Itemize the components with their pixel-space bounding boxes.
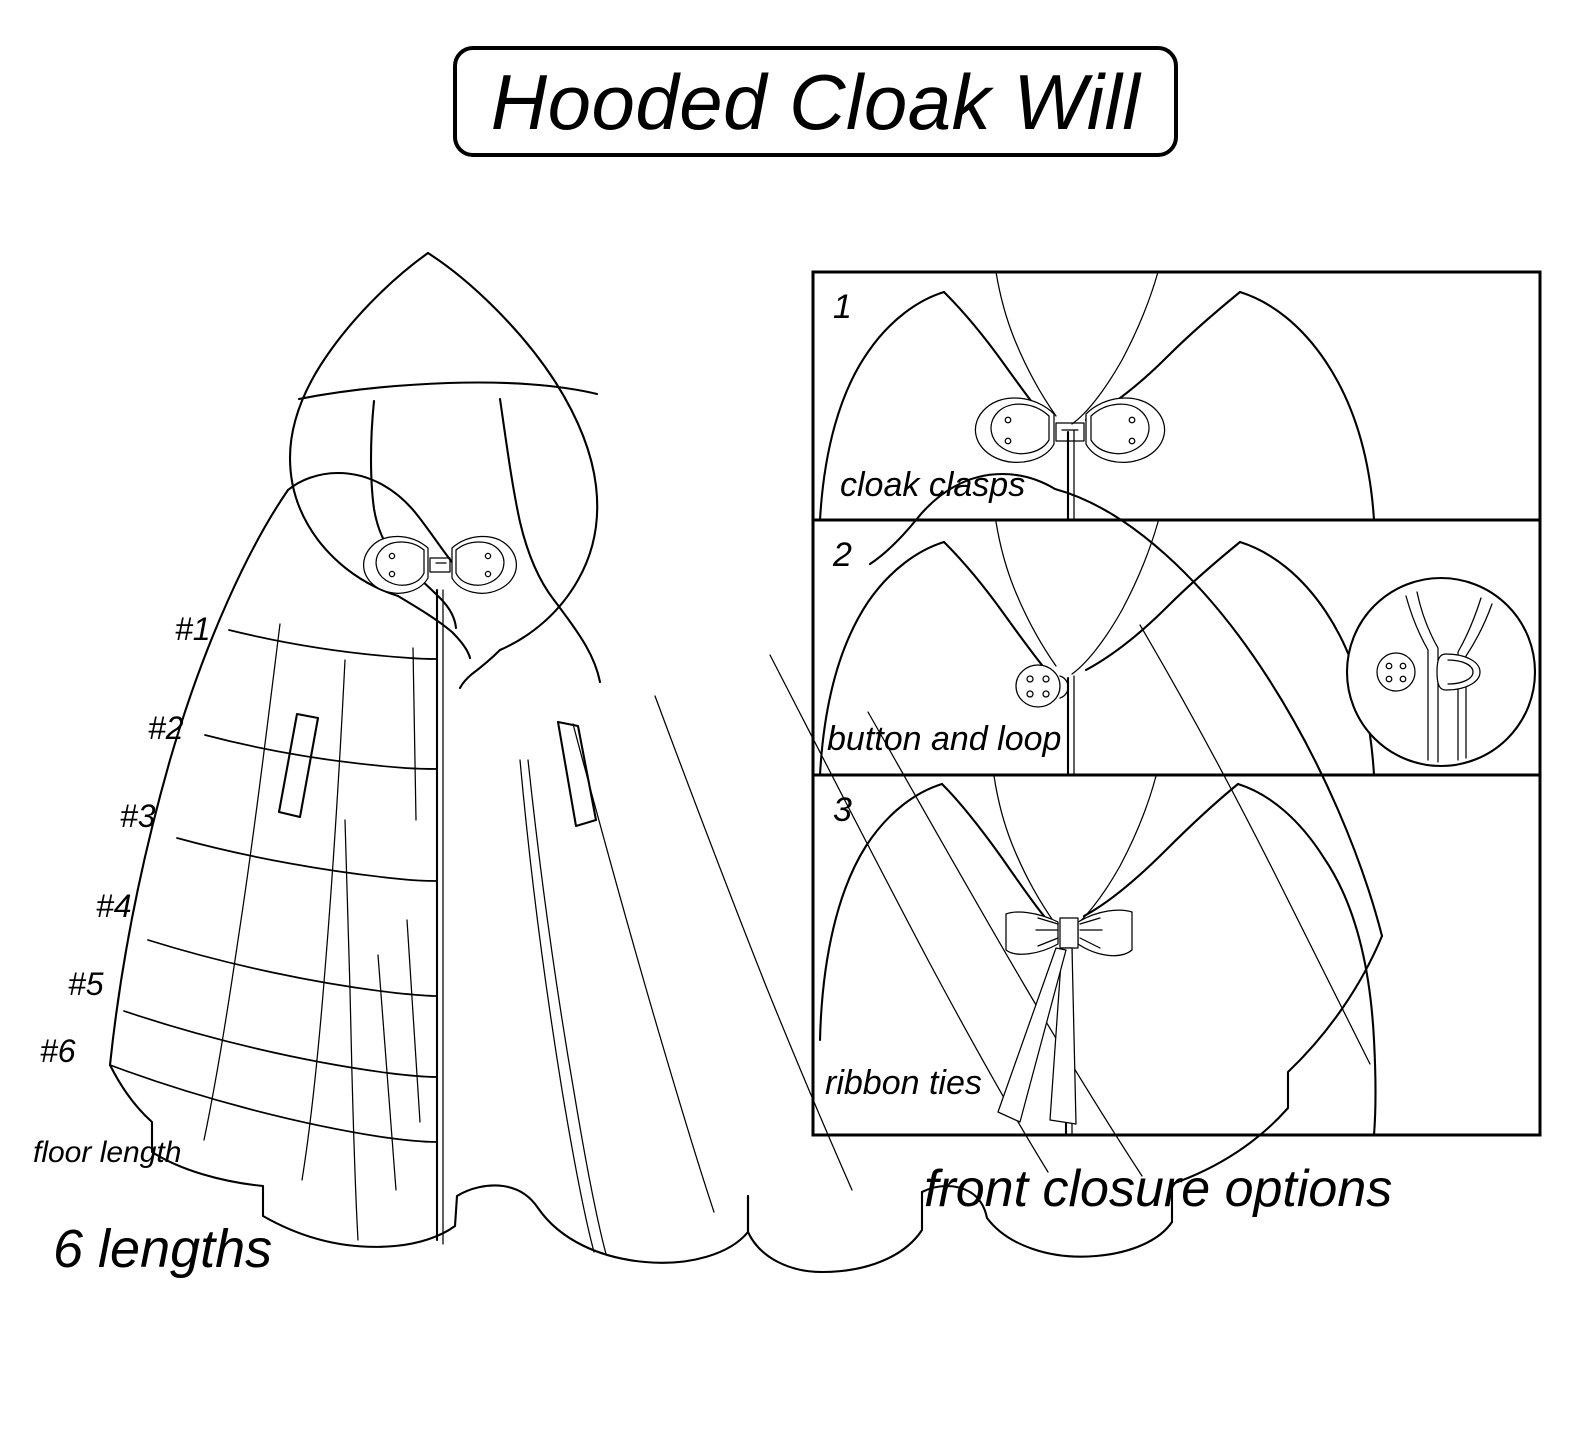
closure-panel-borders [811, 270, 1542, 1137]
length-label-3: #3 [120, 798, 156, 834]
title-box: Hooded Cloak Will [453, 46, 1178, 157]
pocket-slit-left [277, 712, 320, 819]
hem-length-lines [109, 629, 438, 1143]
ribbon-bow-icon-panel-3 [997, 909, 1133, 1125]
hem-line-5 [123, 1010, 438, 1078]
closure-panel-3-number: 3 [833, 791, 852, 829]
hem-line-6 [109, 1064, 438, 1143]
hem-line-3 [176, 837, 438, 882]
cloak-clasp-icon [363, 535, 517, 594]
floor-length-label: floor length [33, 1136, 182, 1169]
length-label-2: #2 [148, 710, 184, 746]
closure-panel-2-label: button and loop [827, 720, 1062, 758]
drape-lines-left [203, 623, 421, 1241]
cloak-body-outline [108, 487, 1384, 1274]
hem-line-4 [147, 939, 438, 997]
six-lengths-caption: 6 lengths [53, 1219, 273, 1279]
hem-line-1 [228, 629, 438, 660]
length-label-4: #4 [96, 888, 132, 924]
closure-panel-2-number: 2 [833, 536, 852, 574]
hem-line-2 [204, 734, 438, 770]
length-label-1: #1 [175, 611, 211, 647]
center-front-opening [435, 588, 444, 1245]
cloak-clasp-icon-panel-1 [974, 397, 1166, 463]
closure-panel-1-number: 1 [833, 288, 852, 326]
button-loop-icon-panel-2 [1015, 664, 1069, 708]
button-and-loop-detail-circle [1345, 576, 1537, 768]
front-closure-options-caption: front closure options [924, 1160, 1393, 1218]
length-label-6: #6 [40, 1033, 76, 1069]
closure-panel-1-label: cloak clasps [840, 466, 1026, 504]
closure-panel-3-label: ribbon ties [825, 1064, 982, 1102]
hood [288, 251, 602, 690]
length-label-5: #5 [68, 966, 104, 1002]
page-title: Hooded Cloak Will [490, 57, 1141, 146]
pocket-slit-right [556, 720, 598, 828]
